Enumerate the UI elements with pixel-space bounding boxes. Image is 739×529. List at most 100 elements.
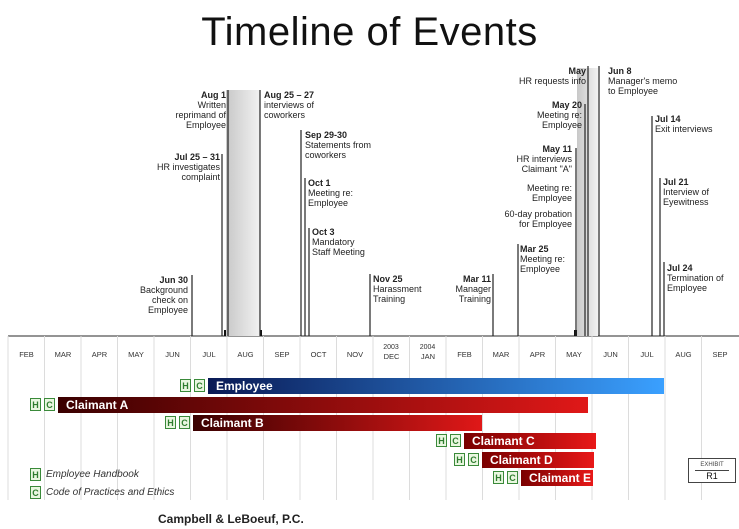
legend-text: Code of Practices and Ethics [46,487,175,498]
exhibit-sticker: EXHIBIT R1 [688,458,736,483]
event-date: Oct 1 [308,178,331,188]
employee-bar: Employee [208,378,664,394]
event-description: to Employee [608,86,659,96]
event-date: Mar 25 [520,244,549,254]
event-date: May 11 [542,144,572,154]
handbook-badge-icon: H [30,398,41,411]
event-description: HR investigates [156,162,220,172]
legend-text: Employee Handbook [46,469,139,480]
event-description: check on [151,295,188,305]
month-label: MAY [128,350,144,359]
event-description: HR interviews [516,154,572,164]
month-label: JUL [640,350,654,359]
event-date: Jun 8 [608,66,632,76]
handbook-badge-icon: H [454,453,465,466]
month-label: AUG [237,350,254,359]
event-description: Meeting re: [536,110,582,120]
event-date: May 20 [551,100,582,110]
month-label: AUG [675,350,692,359]
event-description: Exit interviews [655,124,713,134]
year-label-2004: 2004 [419,344,436,351]
event-description: Harassment [373,284,422,294]
event-description: 60-day probation [504,209,572,219]
event-description: coworkers [305,150,347,160]
month-label: OCT [310,350,327,359]
event-description: reprimand of [175,110,226,120]
event-description: Employee [520,264,561,274]
event-description: Mandatory [312,237,355,247]
event-description: Termination of [667,273,724,283]
event-description: Meeting re: [526,183,572,193]
page-title: Timeline of Events [201,10,538,54]
month-label: SEP [274,350,290,359]
event-description: for Employee [518,219,572,229]
month-label: JAN [420,352,436,361]
month-label: FEB [457,350,472,359]
event-description: Training [373,294,406,304]
employee-bar: Claimant B [193,415,482,431]
event-date: Jun 30 [159,275,188,285]
employee-bar: Claimant D [482,452,594,468]
event-date: Jul 25 – 31 [174,152,220,162]
event-description: HR requests info [518,76,586,86]
month-label: JUL [202,350,216,359]
event-date: Jul 24 [667,263,693,273]
month-label: APR [529,350,546,359]
employee-bar: Claimant A [58,397,588,413]
event-description: Background [139,285,188,295]
handbook-badge-icon: H [436,434,447,447]
event-date: Jul 14 [655,114,681,124]
event-date: Nov 25 [373,274,403,284]
month-label: FEB [19,350,34,359]
employee-bar: Claimant C [464,433,596,449]
code-badge-icon: C [507,471,518,484]
code-badge-icon: C [194,379,205,392]
exhibit-value: R1 [695,470,729,481]
month-label: SEP [712,350,728,359]
code-badge-icon: C [44,398,55,411]
event-description: Meeting re: [520,254,566,264]
event-description: Employee [308,198,349,208]
exhibit-label: EXHIBIT [700,462,724,468]
handbook-legend-icon: H [30,468,41,481]
month-label: APR [91,350,108,359]
handbook-badge-icon: H [165,416,176,429]
event-description: Eyewitness [663,197,709,207]
event-date: Jul 21 [663,177,689,187]
event-description: Staff Meeting [312,247,365,257]
event-date: Aug 25 – 27 [264,90,315,100]
month-label: JUN [165,350,180,359]
firm-name: Campbell & LeBoeuf, P.C. [158,512,304,526]
event-description: coworkers [264,110,306,120]
month-label: DEC [383,352,400,361]
event-description: interviews of [264,100,315,110]
event-description: Employee [147,305,188,315]
event-description: Employee [667,283,708,293]
event-date: Oct 3 [312,227,335,237]
event-description: complaint [181,172,220,182]
code-badge-icon: C [450,434,461,447]
event-description: Manager's memo [608,76,678,86]
event-description: Interview of [663,187,710,197]
event-date: May [568,66,586,76]
event-date: Aug 1 [200,90,226,100]
event-date: Mar 11 [462,274,491,284]
handbook-badge-icon: H [180,379,191,392]
month-label: JUN [603,350,618,359]
event-description: Meeting re: [308,188,354,198]
